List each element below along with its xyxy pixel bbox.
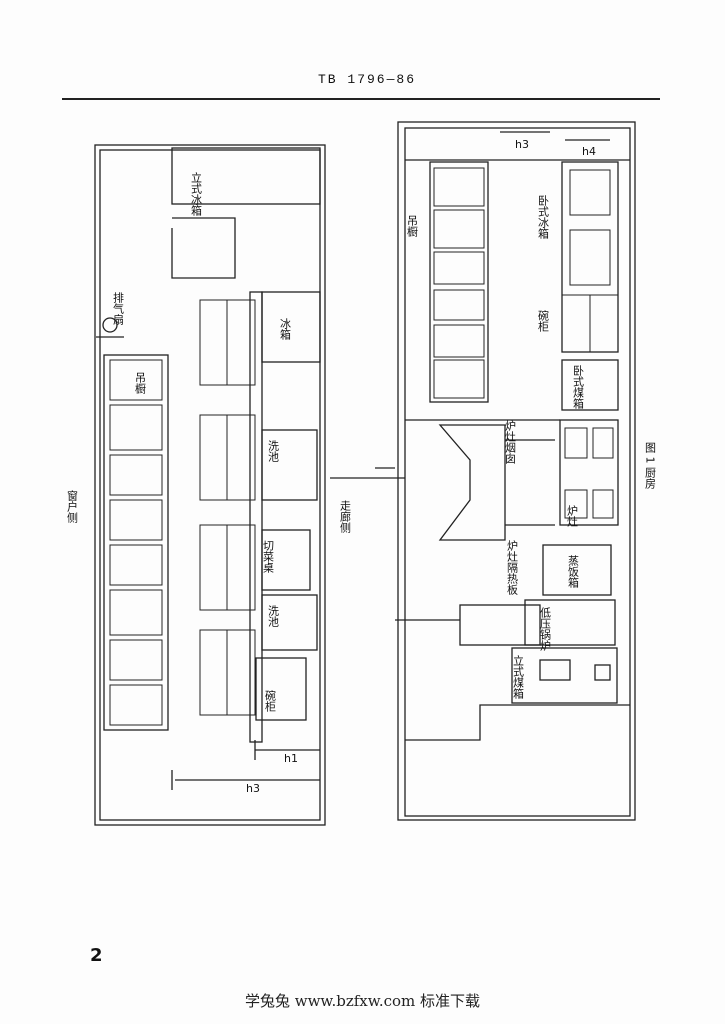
left-fridge <box>261 291 321 363</box>
right-boiler <box>524 599 616 646</box>
label-right-h4: h4 <box>582 145 596 158</box>
label-left-fridge: 冰箱 <box>279 318 292 341</box>
label-cutting-table: 切菜桌 <box>262 540 275 574</box>
right-vertical-coal-box <box>511 647 618 704</box>
label-left-cupboard: 碗柜 <box>264 689 277 713</box>
left-sink-1 <box>261 429 318 501</box>
left-elevation <box>94 144 326 826</box>
right-stove <box>559 419 619 526</box>
label-window-side: 窗户侧 <box>66 489 79 524</box>
label-horizontal-fridge: 卧式冰箱 <box>537 195 550 240</box>
right-steamer <box>542 544 612 596</box>
label-stove-insulation: 炉灶隔热板 <box>506 540 519 596</box>
right-elevation <box>330 121 636 821</box>
figure-caption: 图 1 厨房 <box>644 442 657 490</box>
label-right-cupboard: 碗柜 <box>537 309 550 333</box>
label-corridor-side: 走廊侧 <box>339 500 352 534</box>
footer-watermark: 学兔兔 www.bzfxw.com 标准下载 <box>244 992 481 1010</box>
label-left-sink-2: 洗池 <box>267 605 280 627</box>
label-left-hanging-cabinet: 吊橱 <box>134 372 147 395</box>
label-horizontal-coal-box: 卧式煤箱 <box>572 365 585 410</box>
right-horizontal-coal-box <box>561 359 619 411</box>
label-stove: 炉灶 <box>566 505 579 528</box>
label-right-hanging-cabinet: 吊橱 <box>406 215 419 238</box>
label-boiler: 低压锅炉 <box>539 607 552 652</box>
label-stove-hood: 炉灶烟囱 <box>504 420 517 464</box>
left-cupboard <box>255 657 307 721</box>
label-left-sink-1: 洗池 <box>267 440 280 462</box>
header-rule <box>62 98 660 100</box>
label-steamer: 蒸饭箱 <box>567 555 580 589</box>
left-cutting-table <box>261 529 311 591</box>
label-right-h3: h3 <box>515 138 529 151</box>
label-exhaust-fan: 排气扇 <box>112 291 125 326</box>
left-hanging-cabinet <box>103 354 169 731</box>
label-left-h3: h3 <box>246 782 260 795</box>
left-vertical-fridge <box>171 147 321 205</box>
label-left-h1: h1 <box>284 752 298 765</box>
label-vertical-fridge: 立式冰箱 <box>190 171 203 217</box>
document-code: TB 1796—86 <box>318 72 417 87</box>
left-sink-2 <box>261 594 318 651</box>
right-hanging-cabinet <box>429 161 489 403</box>
label-vertical-coal-box: 立式煤箱 <box>512 654 525 700</box>
drawing-labels: 立式冰箱 排气扇 吊橱 冰箱 洗池 切菜桌 洗池 碗柜 h1 h3 窗户侧 走廊… <box>66 138 657 795</box>
page-number: 2 <box>90 945 103 966</box>
